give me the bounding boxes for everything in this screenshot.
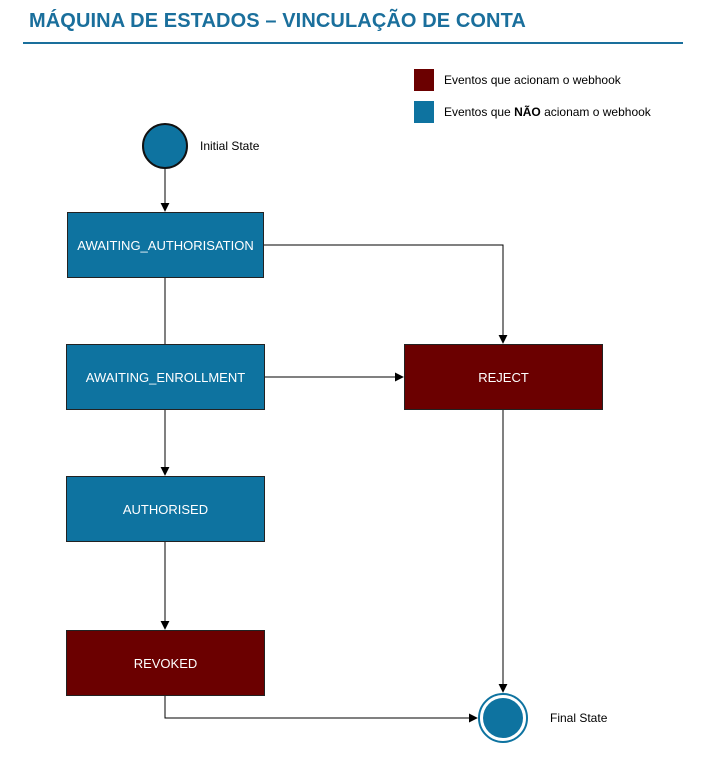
legend-item-webhook: Eventos que acionam o webhook — [414, 69, 621, 91]
final-state-label: Final State — [550, 711, 608, 725]
state-awaiting-enrollment: AWAITING_ENROLLMENT — [66, 344, 265, 410]
state-awaiting-authorisation: AWAITING_AUTHORISATION — [67, 212, 264, 278]
legend-label-webhook: Eventos que acionam o webhook — [444, 73, 621, 87]
legend-swatch-red — [414, 69, 434, 91]
state-authorised: AUTHORISED — [66, 476, 265, 542]
initial-state-label: Initial State — [200, 139, 260, 153]
final-state-node — [478, 693, 528, 743]
diagram-title: MÁQUINA DE ESTADOS – VINCULAÇÃO DE CONTA — [29, 10, 526, 32]
legend-label-no-webhook: Eventos que NÃO acionam o webhook — [444, 105, 651, 119]
state-reject: REJECT — [404, 344, 603, 410]
state-revoked: REVOKED — [66, 630, 265, 696]
edge-revoked-to-final — [164, 696, 478, 723]
legend-swatch-blue — [414, 101, 434, 123]
edge-awaiting-authorisation-to-reject — [264, 244, 508, 344]
legend-item-no-webhook: Eventos que NÃO acionam o webhook — [414, 101, 651, 123]
title-underline — [23, 42, 683, 44]
initial-state-node — [142, 123, 188, 169]
